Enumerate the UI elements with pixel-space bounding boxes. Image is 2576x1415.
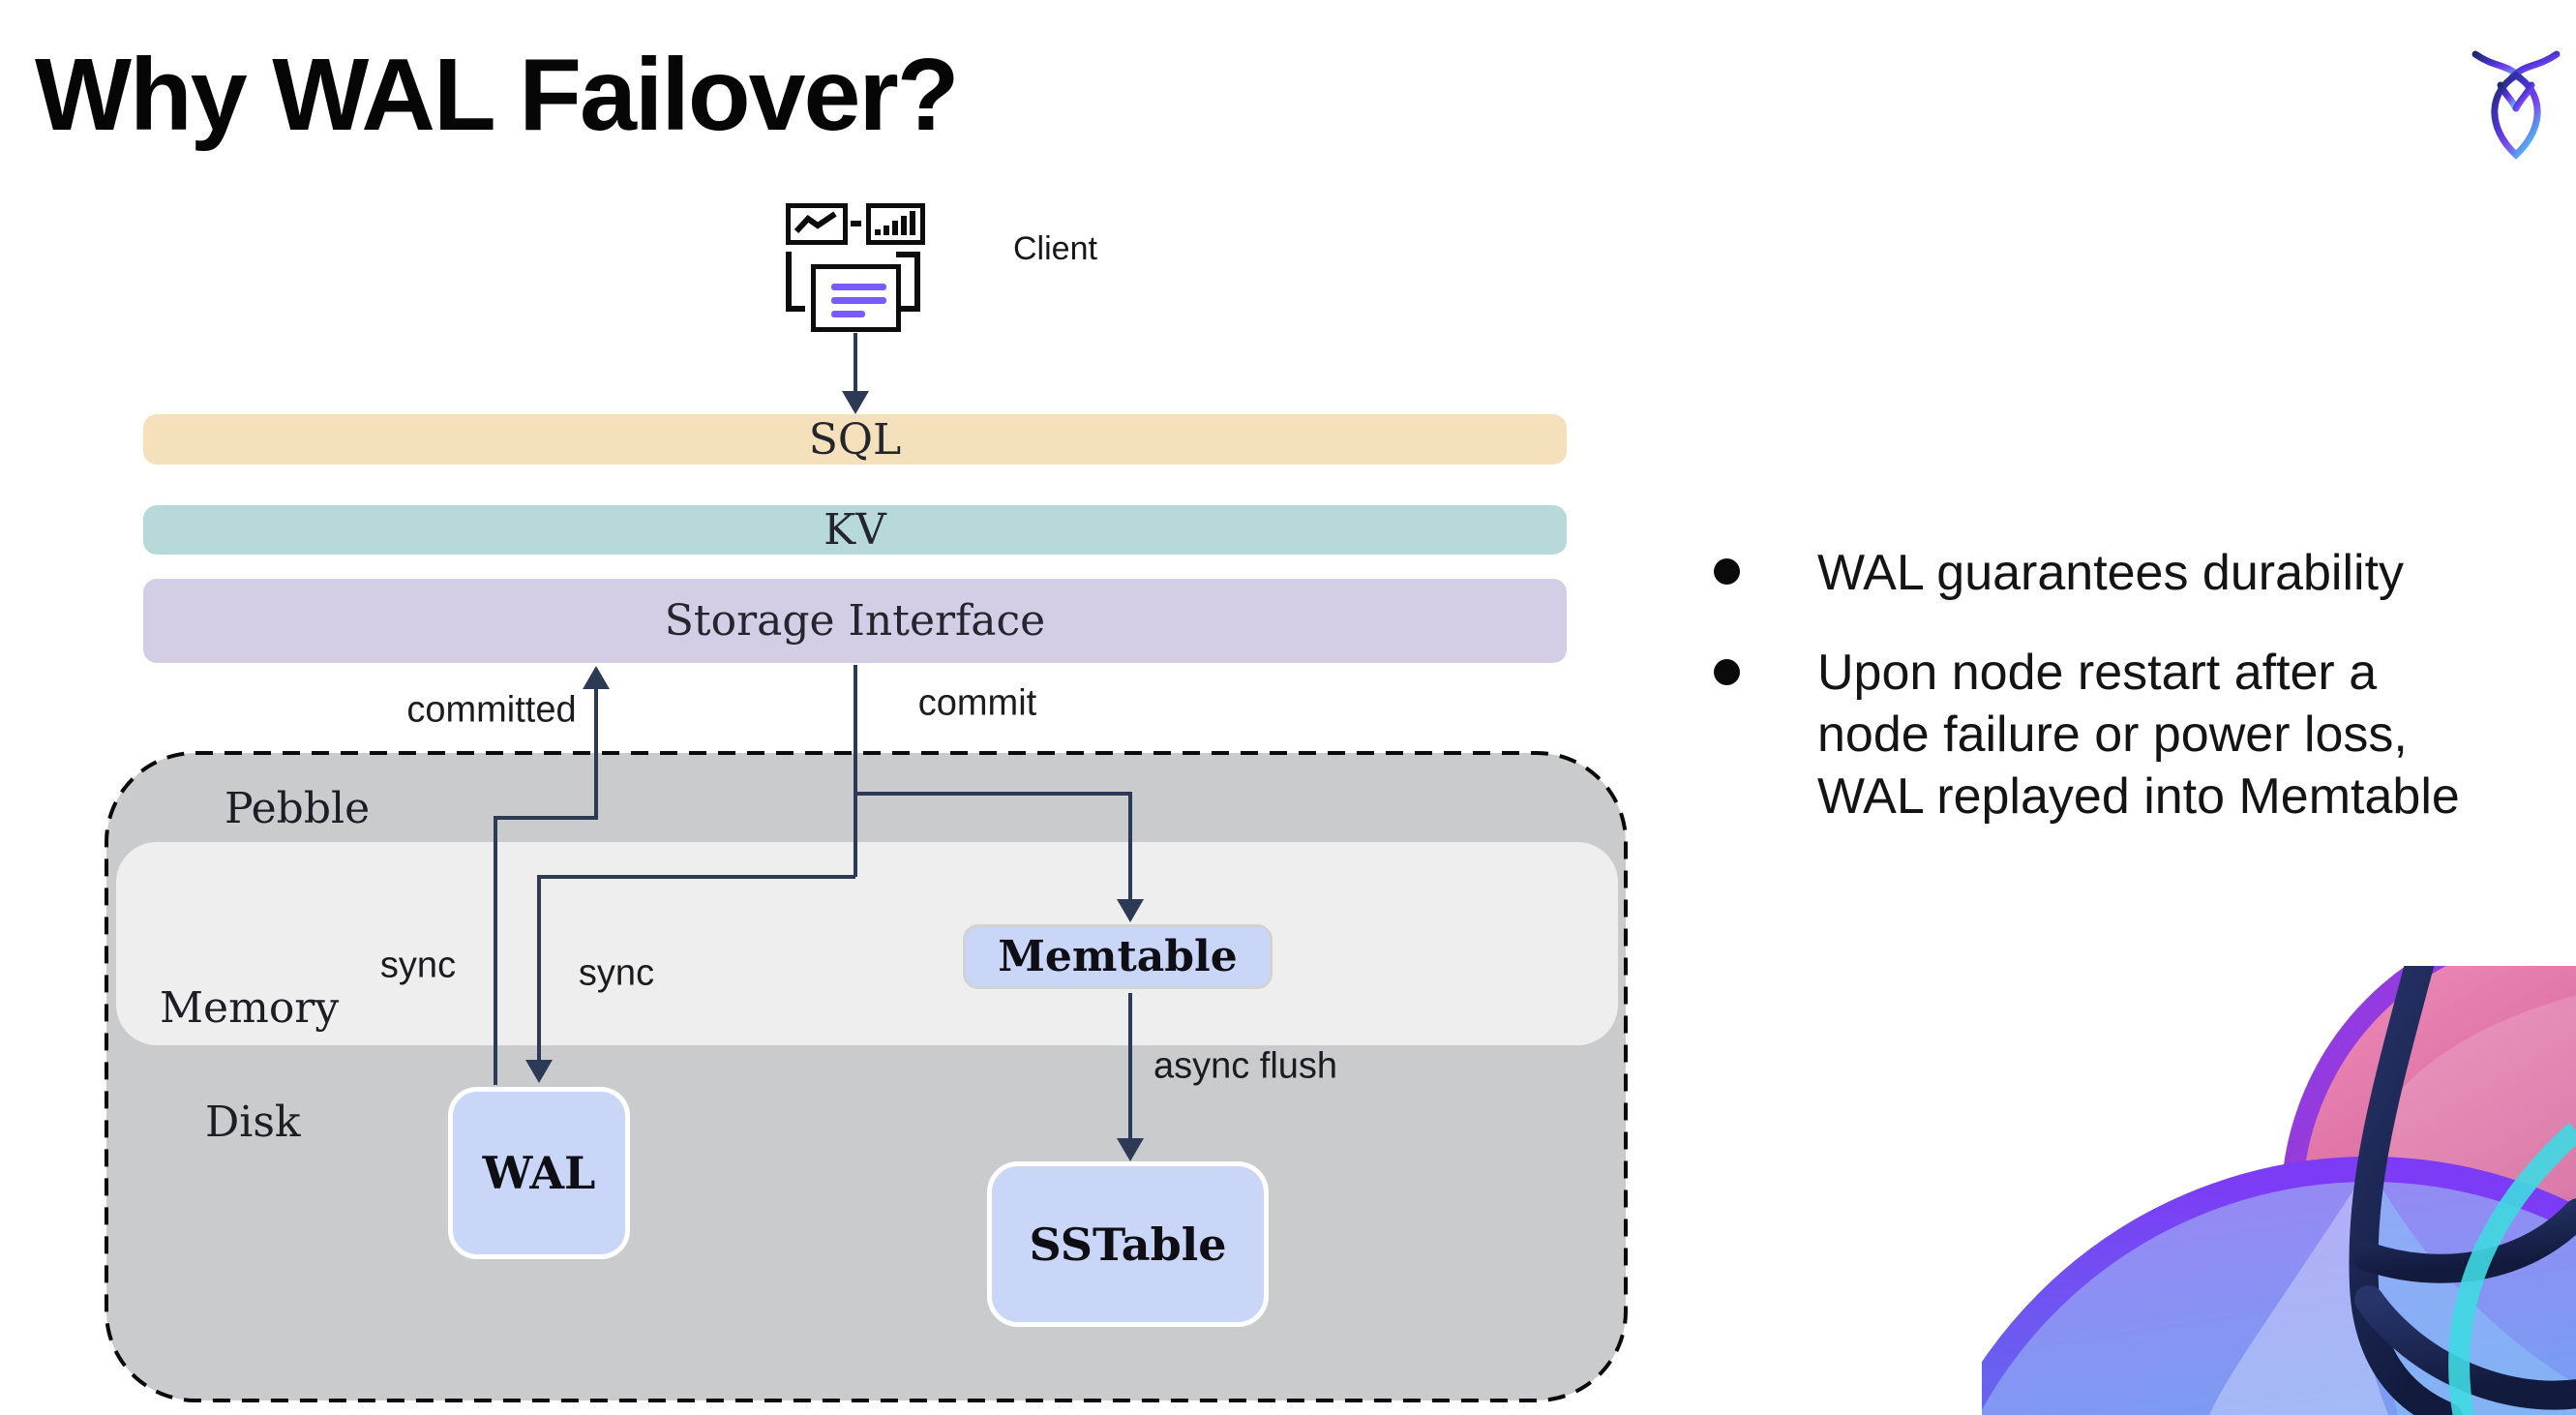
commit-label: commit [917, 682, 1037, 724]
memtable-node: Memtable [963, 924, 1273, 989]
sync-right-label: sync [578, 952, 655, 994]
page-title: Why WAL Failover? [35, 38, 959, 152]
sstable-node: SSTable [987, 1161, 1269, 1327]
memory-band [116, 842, 1618, 1045]
bullet-dot [1714, 558, 1740, 585]
left-bracket-icon [786, 252, 805, 312]
disk-label: Disk [205, 1098, 301, 1147]
arrow-sync-to-wal [537, 875, 855, 1060]
pebble-label: Pebble [225, 784, 371, 833]
async-flush-label: async flush [1153, 1045, 1338, 1087]
right-bracket-icon [896, 252, 920, 312]
arrowhead-down-memtable [1117, 899, 1144, 922]
layer-sql: SQL [143, 414, 1567, 465]
client-label: Client [1013, 230, 1097, 267]
layer-storage-interface: Storage Interface [143, 579, 1567, 663]
bullet-line: WAL replayed into Memtable [1817, 768, 2460, 825]
brand-art-decoration [1982, 966, 2576, 1415]
arrow-commit-to-memtable [855, 792, 1132, 899]
line-chart-icon [786, 203, 848, 245]
bar-chart-icon [866, 203, 925, 245]
committed-label: committed [406, 689, 577, 731]
arrowhead-down-wal [525, 1060, 553, 1083]
memory-label: Memory [160, 983, 340, 1033]
dash-connector-icon [851, 221, 861, 226]
bullet-line: node failure or power loss, [1817, 707, 2408, 763]
document-icon [811, 264, 901, 332]
arrow-committed [494, 689, 598, 1085]
arrowhead-down-sstable [1117, 1138, 1144, 1161]
cockroachdb-logo-icon [2471, 50, 2561, 160]
layer-kv: KV [143, 505, 1567, 555]
bullet-dot [1714, 659, 1740, 685]
bullet-item: WAL guarantees durability [1817, 545, 2405, 601]
arrowhead-down-sql [842, 391, 869, 414]
sync-left-label: sync [379, 945, 457, 986]
arrowhead-up-storage [583, 666, 610, 689]
wal-node: WAL [448, 1087, 630, 1259]
bullet-item: Upon node restart after a node failure o… [1817, 642, 2460, 828]
bullet-line: Upon node restart after a [1817, 645, 2378, 701]
